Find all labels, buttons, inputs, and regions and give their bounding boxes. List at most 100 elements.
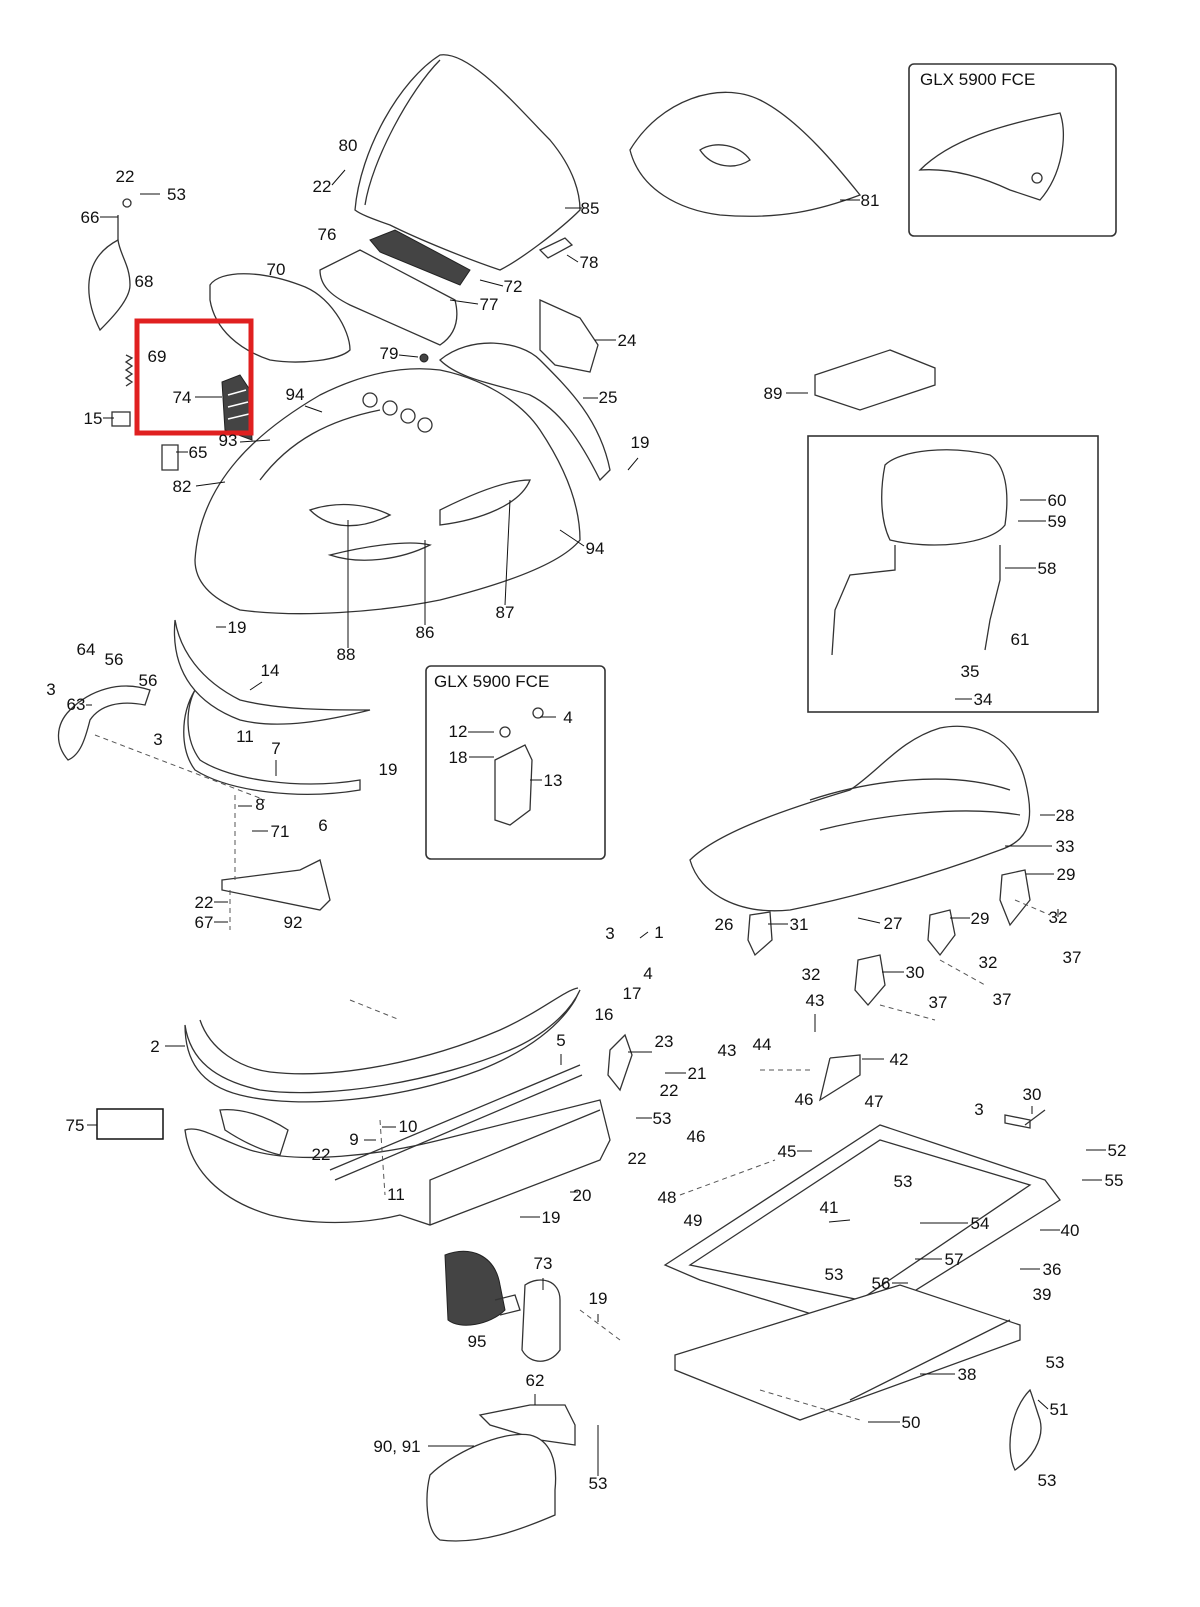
callout-leader <box>398 354 419 358</box>
callout-label: 55 <box>1105 1171 1124 1190</box>
callout-label: 85 <box>581 199 600 218</box>
callout-label: 33 <box>1056 837 1075 856</box>
tray-40 <box>663 1124 1061 1326</box>
callout-label: 19 <box>228 618 247 637</box>
backrest-pad <box>881 449 1008 546</box>
callout-leader <box>304 405 323 413</box>
boot-95 <box>444 1250 506 1326</box>
callout-label: 62 <box>526 1371 545 1390</box>
callout-label: 3 <box>46 680 55 699</box>
callout-label: 22 <box>312 1145 331 1164</box>
callout-label: 8 <box>255 795 264 814</box>
callout-label: 52 <box>1108 1141 1127 1160</box>
part-24 <box>539 298 599 373</box>
hood-body-82 <box>194 368 581 615</box>
callout-label: 6 <box>318 816 327 835</box>
part-65 <box>161 444 179 471</box>
callout-label: 56 <box>139 671 158 690</box>
callout-label: 19 <box>542 1208 561 1227</box>
callout-label: 42 <box>890 1050 909 1069</box>
callout-label: 50 <box>902 1413 921 1432</box>
callout-label: 4 <box>563 708 572 727</box>
inset-box-backrest <box>807 435 1099 713</box>
callout-label: 3 <box>153 730 162 749</box>
callout-label: 29 <box>971 909 990 928</box>
callout-label: 53 <box>894 1172 913 1191</box>
callout-label: 35 <box>961 662 980 681</box>
callout-label: 61 <box>1011 630 1030 649</box>
callout-leader <box>627 457 639 471</box>
callout-leader <box>1037 1399 1049 1410</box>
callout-label: 75 <box>66 1116 85 1135</box>
callout-label: 51 <box>1050 1400 1069 1419</box>
callout-layer: 2253666869741565829394708022857672777881… <box>46 136 1126 1493</box>
callout-label: 71 <box>271 822 290 841</box>
callout-label: 78 <box>580 253 599 272</box>
callout-label: 18 <box>449 748 468 767</box>
callout-label: 22 <box>195 893 214 912</box>
callout-label: 56 <box>872 1274 891 1293</box>
callout-leader <box>566 254 579 263</box>
callout-leader <box>195 481 226 487</box>
inset-title: GLX 5900 FCE <box>920 70 1035 89</box>
lever-63 <box>57 685 151 761</box>
callout-label: 45 <box>778 1142 797 1161</box>
callout-label: 22 <box>628 1149 647 1168</box>
bracket-92 <box>221 859 331 911</box>
callout-label: 12 <box>449 722 468 741</box>
callout-label: 11 <box>236 727 254 746</box>
callout-label: 68 <box>135 272 154 291</box>
callout-label: 65 <box>189 443 208 462</box>
callout-leader <box>449 299 479 305</box>
cable-68 <box>88 238 131 332</box>
gauge-holes <box>362 392 433 433</box>
callout-label: 47 <box>865 1092 884 1111</box>
callout-label: 41 <box>820 1198 839 1217</box>
bracket-30 <box>854 954 886 1006</box>
callout-label: 57 <box>945 1250 964 1269</box>
callout-label: 16 <box>595 1005 614 1024</box>
front-bumper-2 <box>184 989 581 1103</box>
callout-label: 53 <box>1046 1353 1065 1372</box>
callout-label: 21 <box>688 1064 707 1083</box>
callout-label: 56 <box>105 650 124 669</box>
callout-label: 28 <box>1056 806 1075 825</box>
callout-label: 40 <box>1061 1221 1080 1240</box>
callout-label: 86 <box>416 623 435 642</box>
callout-label: 11 <box>387 1185 405 1204</box>
callout-label: 37 <box>993 990 1012 1009</box>
base-plate <box>674 1284 1021 1421</box>
callout-label: 34 <box>974 690 993 709</box>
callout-label: 76 <box>318 225 337 244</box>
callout-label: 5 <box>556 1031 565 1050</box>
callout-label: 88 <box>337 645 356 664</box>
callout-label: 53 <box>825 1265 844 1284</box>
callout-label: 32 <box>1049 908 1068 927</box>
callout-label: 43 <box>718 1041 737 1060</box>
highlight-box <box>134 318 254 436</box>
callout-label: 7 <box>271 739 280 758</box>
callout-label: 1 <box>654 923 663 942</box>
callout-label: 79 <box>380 344 399 363</box>
windshield-part <box>354 54 581 271</box>
callout-label: 80 <box>339 136 358 155</box>
bracket-29b <box>927 909 956 957</box>
console-part <box>319 249 458 346</box>
callout-label: 10 <box>399 1117 418 1136</box>
callout-label: 48 <box>658 1188 677 1207</box>
callout-label: 74 <box>173 388 192 407</box>
bracket-23 <box>607 1033 633 1092</box>
bumper-14 <box>173 619 371 725</box>
pouch-90-91 <box>426 1433 557 1542</box>
callout-label: 37 <box>1063 948 1082 967</box>
callout-label: 54 <box>971 1214 990 1233</box>
callout-label: 20 <box>573 1186 592 1205</box>
callout-label: 63 <box>67 695 86 714</box>
callout-label: 31 <box>790 915 809 934</box>
callout-label: 13 <box>544 771 563 790</box>
callout-label: 39 <box>1033 1285 1052 1304</box>
callout-label: 82 <box>173 477 192 496</box>
part-78 <box>538 237 574 259</box>
